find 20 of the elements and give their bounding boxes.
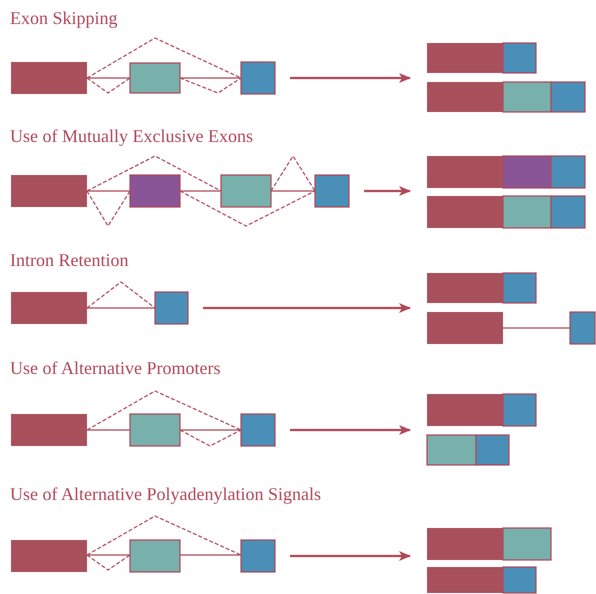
transcript-drawing xyxy=(427,42,586,113)
arrow xyxy=(290,551,411,561)
arrow xyxy=(203,303,411,313)
section-heading: Use of Alternative Polyadenylation Signals xyxy=(10,484,321,504)
gene-structure-drawing xyxy=(11,37,276,95)
transcript-drawing xyxy=(426,393,537,466)
arrow xyxy=(290,425,411,435)
arrow xyxy=(364,186,411,196)
transcript-drawing xyxy=(427,527,552,594)
gene-structure-drawing xyxy=(11,281,189,325)
gene-structure-drawing xyxy=(11,390,276,447)
section-heading: Use of Mutually Exclusive Exons xyxy=(10,126,253,146)
section-heading: Use of Alternative Promoters xyxy=(10,358,220,378)
section-heading: Intron Retention xyxy=(10,250,128,270)
arrow xyxy=(290,73,411,83)
section-heading: Exon Skipping xyxy=(10,8,118,28)
gene-structure-drawing xyxy=(11,515,276,573)
gene-structure-drawing xyxy=(11,154,350,228)
transcript-drawing xyxy=(427,155,586,229)
transcript-drawing xyxy=(427,272,596,345)
